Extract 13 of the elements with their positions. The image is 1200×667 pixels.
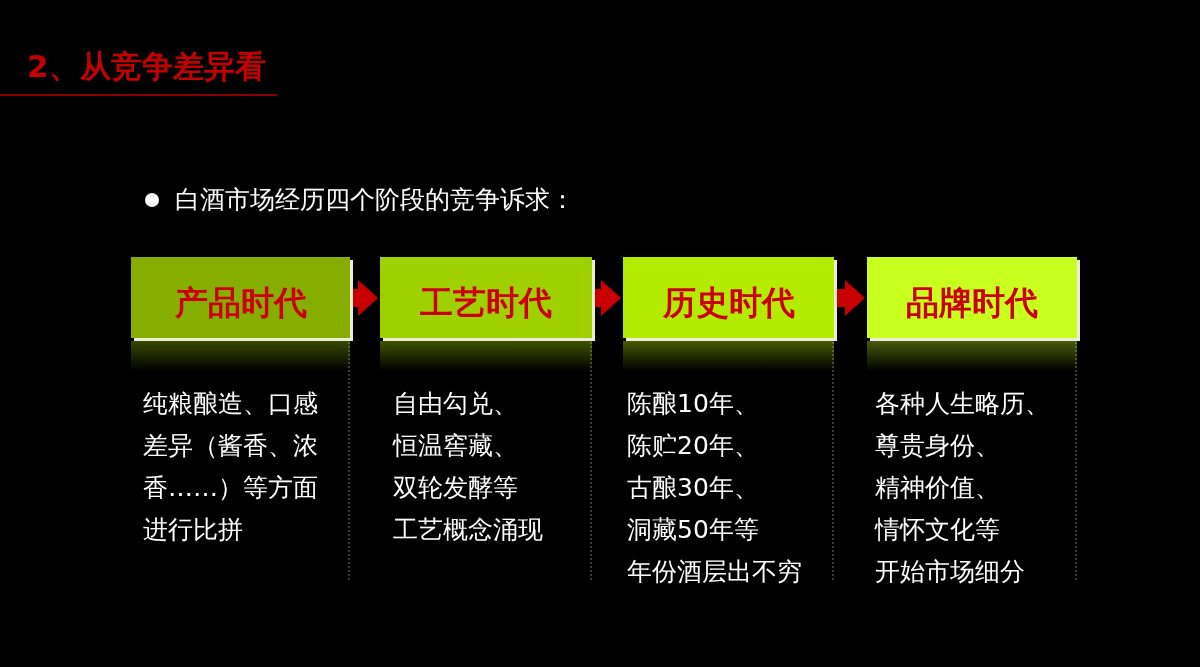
stage-description: 纯粮酿造、口感差异（酱香、浓香……）等方面进行比拼 — [143, 388, 318, 546]
stage-description: 自由勾兑、恒温窖藏、双轮发酵等工艺概念涌现 — [393, 388, 543, 546]
stage-title: 品牌时代 — [906, 281, 1038, 324]
stage-title: 历史时代 — [662, 281, 795, 324]
stage-title: 产品时代 — [174, 281, 307, 324]
stage-description: 陈酿10年、陈贮20年、古酿30年、洞藏50年等年份酒层出不穷 — [627, 388, 802, 588]
arrow — [350, 280, 378, 316]
arrow — [592, 280, 621, 316]
slide-title: 2、从竞争差异看 — [27, 47, 266, 86]
intro-text: 白酒市场经历四个阶段的竞争诉求： — [175, 184, 575, 216]
stage-description: 各种人生略历、尊贵身份、精神价值、情怀文化等开始市场细分 — [875, 388, 1050, 588]
arrow — [834, 280, 865, 316]
stage-title: 工艺时代 — [420, 281, 552, 324]
